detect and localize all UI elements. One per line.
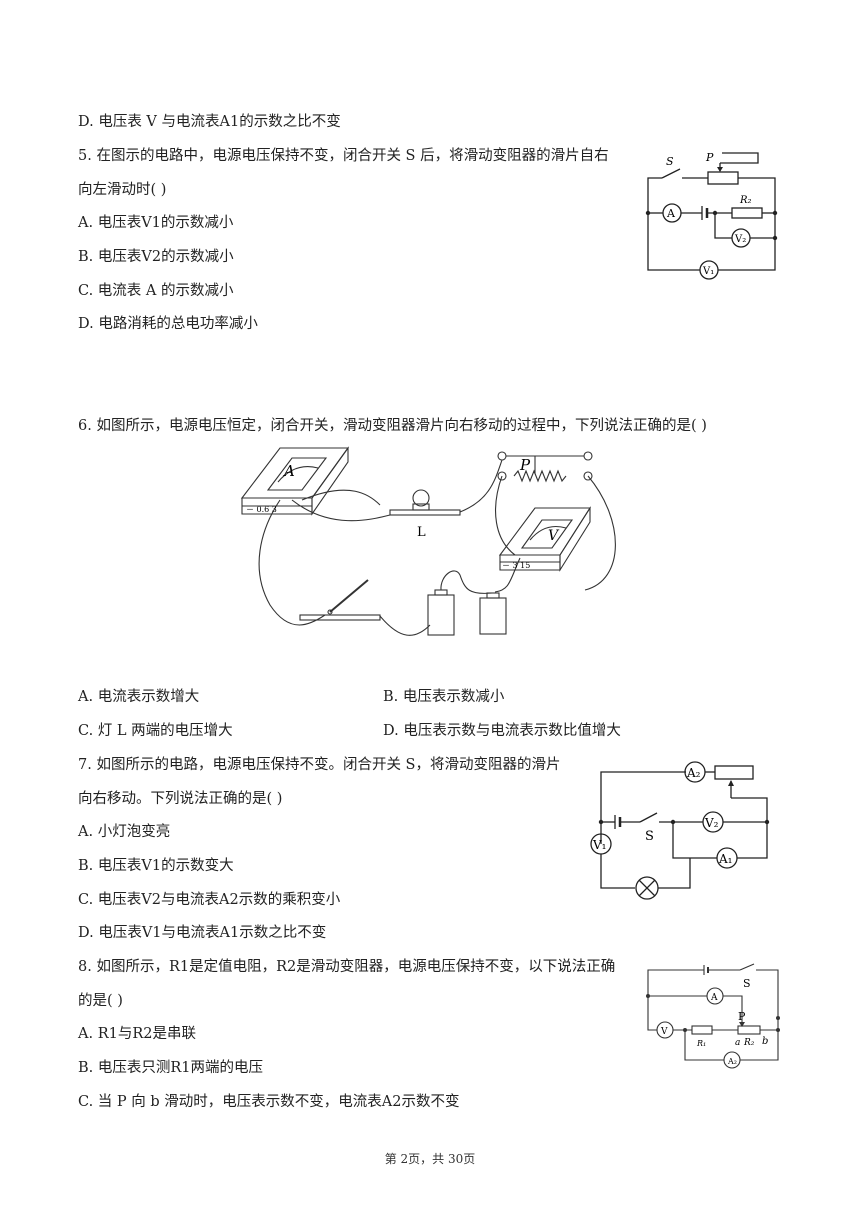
- q8-circuit-diagram: S P A V A₂ R₁ R₂ a b: [646, 963, 780, 1069]
- q7-label-a1: A₁: [718, 852, 732, 866]
- q8-label-p: P: [738, 1010, 746, 1023]
- q6-stem: 6. 如图所示，电源电压恒定，闭合开关，滑动变阻器滑片向右移动的过程中，下列说法…: [78, 418, 707, 434]
- q7-stem-line1: 7. 如图所示的电路，电源电压保持不变。闭合开关 S，将滑动变阻器的滑片: [78, 757, 561, 773]
- q6-label-p: P: [519, 456, 531, 474]
- q5-label-s: S: [666, 155, 674, 168]
- q5-option-b: B. 电压表V2的示数减小: [78, 249, 234, 265]
- q7-label-v1: V₁: [592, 838, 606, 852]
- q8-label-r2: R₂: [743, 1038, 755, 1048]
- q5-stem-line2: 向左滑动时( ): [78, 182, 167, 198]
- q6-label-v: V: [548, 528, 560, 544]
- q8-option-b: B. 电压表只测R1两端的电压: [78, 1060, 264, 1076]
- q5-label-v1: V₁: [702, 266, 714, 277]
- q5-stem-line1: 5. 在图示的电路中，电源电压保持不变，闭合开关 S 后，将滑动变阻器的滑片自右: [78, 148, 609, 164]
- q6-ammeter-scale: － 0.6 3: [246, 505, 277, 514]
- q7-label-s: S: [645, 829, 654, 844]
- q8-label-b-end: b: [762, 1036, 768, 1047]
- q6-option-a: A. 电流表示数增大: [78, 689, 200, 705]
- q8-label-s: S: [743, 977, 751, 990]
- q6-voltmeter-scale: － 3 15: [502, 561, 530, 570]
- q8-option-c: C. 当 P 向 b 滑动时，电压表示数不变，电流表A2示数不变: [78, 1094, 460, 1110]
- q8-label-a2: A₂: [727, 1057, 737, 1066]
- q8-label-v: V: [660, 1027, 668, 1037]
- page-footer: 第 2页，共 30页: [384, 1152, 476, 1166]
- q7-option-d: D. 电压表V1与电流表A1示数之比不变: [78, 925, 327, 941]
- q6-label-a: A: [282, 462, 295, 480]
- q6-physical-circuit: A V L P － 0.6 3 － 3 15: [240, 446, 616, 636]
- q7-circuit-diagram: A₂ V₂ V₁ A₁ S: [590, 761, 770, 900]
- q7-label-v2: V₂: [704, 816, 719, 830]
- q7-option-c: C. 电压表V2与电流表A2示数的乘积变小: [78, 892, 341, 908]
- q4-option-d: D. 电压表 V 与电流表A1的示数之比不变: [78, 114, 341, 130]
- q8-label-a-end: a: [735, 1038, 740, 1048]
- q5-circuit-diagram: S P R₂ A V₂ V₁: [645, 151, 778, 280]
- q6-option-c: C. 灯 L 两端的电压增大: [78, 723, 233, 739]
- q8-label-a: A: [710, 993, 718, 1003]
- q5-option-d: D. 电路消耗的总电功率减小: [78, 316, 258, 332]
- q8-label-r1: R₁: [696, 1039, 706, 1048]
- q6-option-d: D. 电压表示数与电流表示数比值增大: [383, 723, 621, 739]
- q6-option-b: B. 电压表示数减小: [383, 689, 505, 705]
- q5-label-p: P: [705, 151, 714, 164]
- q7-option-a: A. 小灯泡变亮: [78, 824, 171, 840]
- q8-option-a: A. R1与R2是串联: [78, 1026, 196, 1042]
- q5-option-c: C. 电流表 A 的示数减小: [78, 283, 234, 299]
- q7-label-a2: A₂: [686, 766, 701, 780]
- q8-stem-line2: 的是( ): [78, 993, 123, 1009]
- q5-label-a: A: [666, 207, 676, 220]
- q5-option-a: A. 电压表V1的示数减小: [78, 215, 234, 231]
- q6-label-l: L: [417, 525, 426, 540]
- q7-option-b: B. 电压表V1的示数变大: [78, 858, 234, 874]
- q8-stem-line1: 8. 如图所示，R1是定值电阻，R2是滑动变阻器，电源电压保持不变，以下说法正确: [78, 959, 616, 975]
- q5-label-r2: R₂: [739, 195, 752, 206]
- q5-label-v2: V₂: [734, 234, 746, 245]
- q7-stem-line2: 向右移动。下列说法正确的是( ): [78, 791, 283, 807]
